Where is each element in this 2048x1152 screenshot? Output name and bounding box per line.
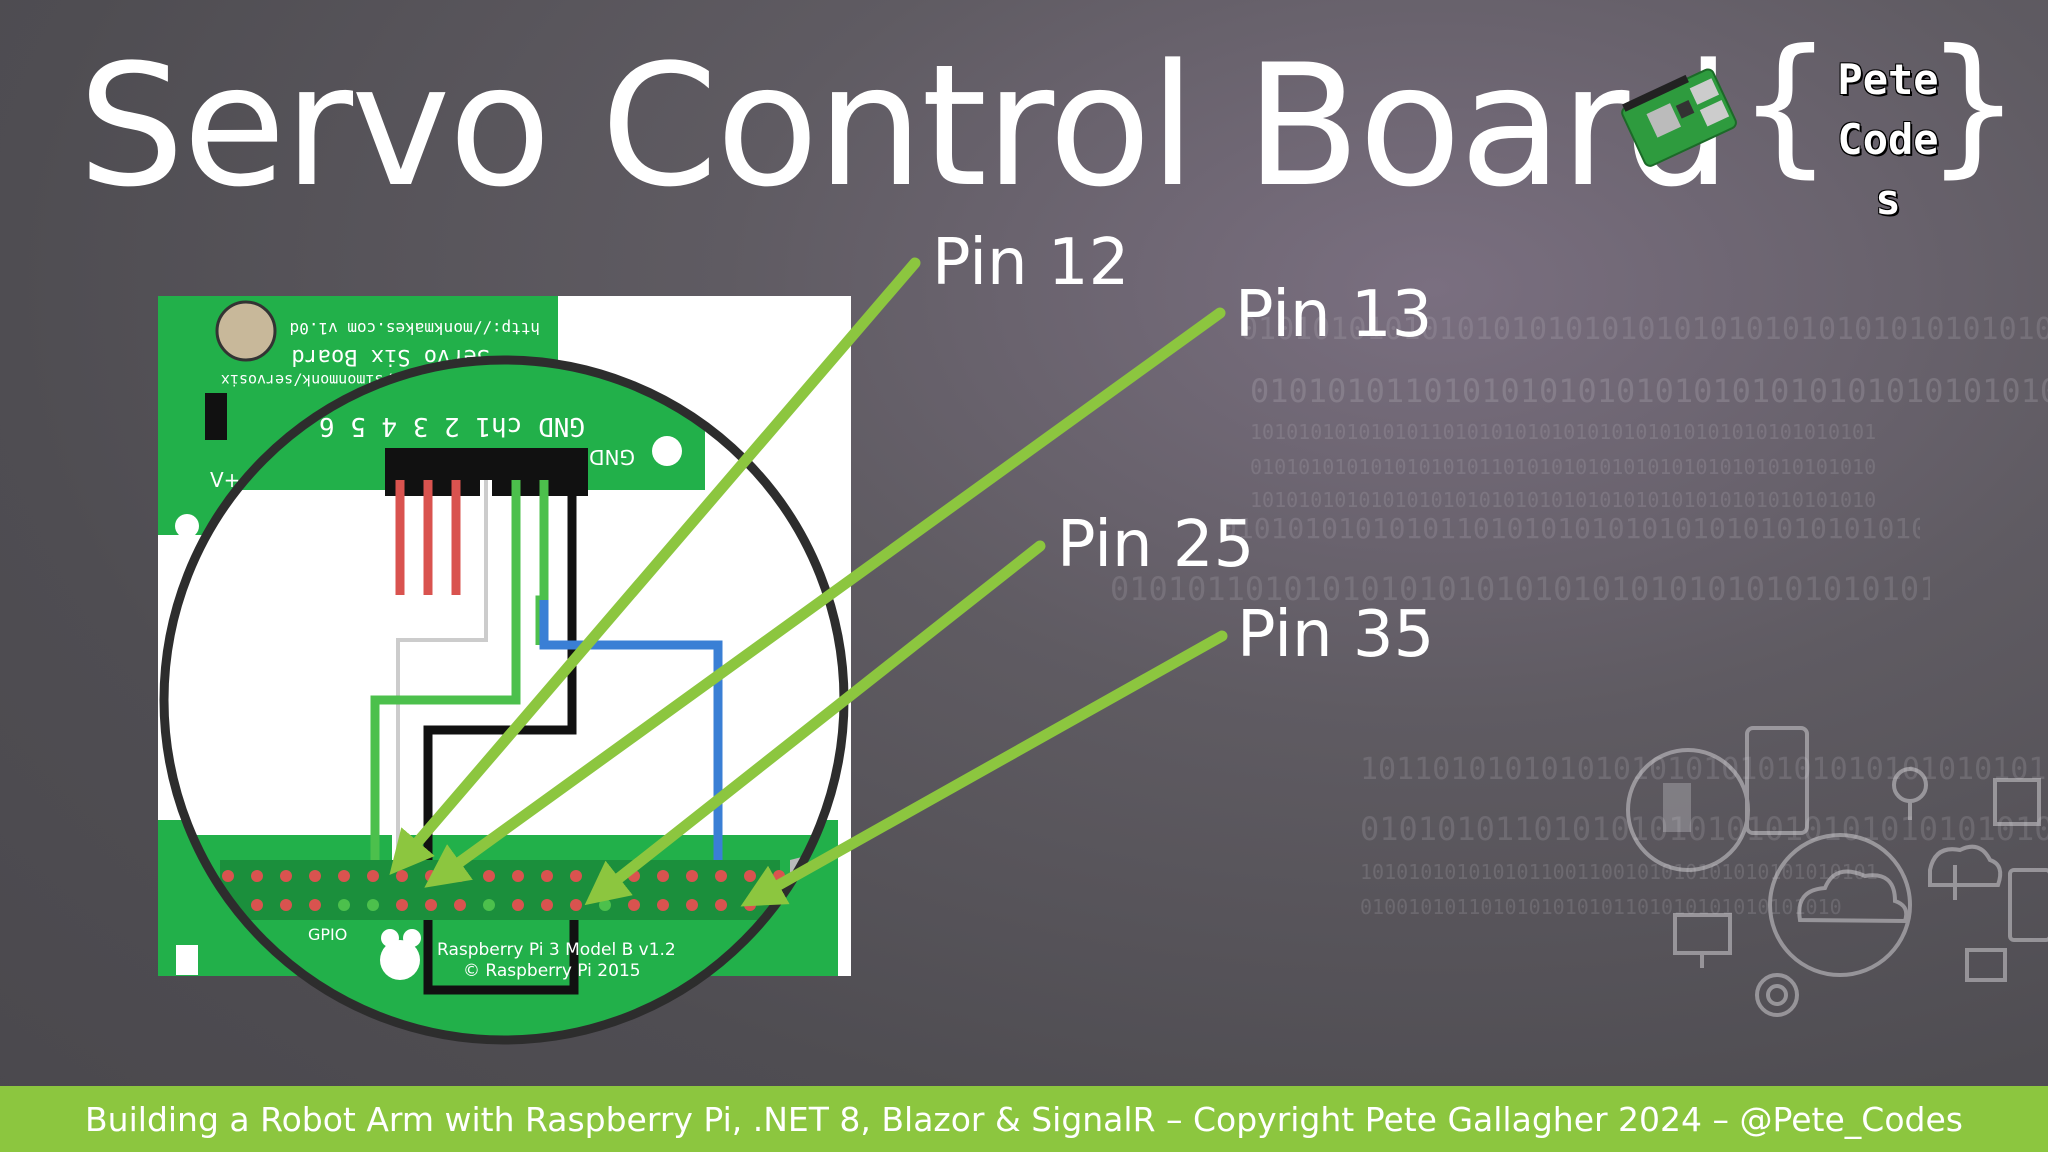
gpio-pin	[744, 870, 756, 882]
gnd-label: GND	[589, 445, 635, 469]
gpio-pin	[512, 899, 524, 911]
arrow-pin-35	[740, 630, 1228, 907]
gpio-pin	[686, 899, 698, 911]
gpio-pin	[628, 899, 640, 911]
pin-25-label: Pin 25	[1057, 508, 1255, 582]
binary-row: 0101010110101010101010101010101010101010…	[1360, 810, 2048, 848]
gpio-pin	[570, 870, 582, 882]
gpio-pin	[338, 870, 350, 882]
gpio-pin	[309, 899, 321, 911]
gpio-pin	[396, 899, 408, 911]
gpio-pin	[541, 870, 553, 882]
gpio-pin	[599, 899, 611, 911]
logo-line-2: Code	[1837, 115, 1939, 164]
logo-close-brace: }	[1928, 18, 2019, 192]
binary-row: 0101010110101010101010101010101010101010…	[1250, 372, 2048, 410]
pete-codes-logo: { } Pete Code s	[1620, 30, 2020, 230]
pin-13-label: Pin 13	[1235, 278, 1433, 352]
gpio-pin	[483, 870, 495, 882]
footer-text: Building a Robot Arm with Raspberry Pi, …	[85, 1099, 1963, 1139]
gpio-pin	[425, 899, 437, 911]
logo-open-brace: {	[1740, 18, 1831, 192]
gpio-pin	[251, 870, 263, 882]
cloud-circle-icon	[1768, 833, 1912, 977]
gpio-pin	[454, 870, 466, 882]
binary-row: 1011010101010101010101010101010101010101…	[1360, 752, 2048, 787]
gpio-pin	[686, 870, 698, 882]
pin-12-label: Pin 12	[932, 226, 1130, 300]
gpio-pin	[715, 870, 727, 882]
footer-bar: Building a Robot Arm with Raspberry Pi, …	[0, 1086, 2048, 1152]
gpio-pin	[280, 870, 292, 882]
raspberry-logo-icon	[380, 929, 421, 980]
binary-row: 0101010101010110101010101010101010101010…	[1220, 512, 1920, 545]
phone-icon	[1745, 726, 1809, 835]
gpio-pin	[280, 899, 292, 911]
binary-row: 0101010101010101010101010101010101010101…	[1240, 312, 2048, 347]
gpio-pin	[657, 870, 669, 882]
mounting-hole	[215, 300, 277, 362]
gpio-pin	[309, 870, 321, 882]
gpio-pin	[570, 899, 582, 911]
gpio-pin	[657, 899, 669, 911]
gpio-pin	[338, 899, 350, 911]
slide-title: Servo Control Board	[78, 28, 1731, 224]
upload-cloud-icon	[1928, 844, 2003, 887]
gpio-pin	[251, 899, 263, 911]
gpio-pin	[512, 870, 524, 882]
gpio-label: GPIO	[308, 925, 347, 944]
arrow-pin-12	[389, 257, 921, 876]
gpio-pin	[396, 870, 408, 882]
binary-row: 1010101010101011001100101010101010101010…	[1360, 860, 1878, 884]
raspberry-pi-board-icon	[1621, 68, 1737, 167]
grid-icon	[1993, 778, 2041, 826]
image-icon	[1965, 948, 2007, 982]
gpio-pin	[367, 899, 379, 911]
binary-row: 1010101010101010101010101010101010101010…	[1250, 488, 1877, 512]
binary-row: 0100101011010101010101101010101010101010	[1360, 895, 1842, 919]
gpio-pin	[483, 899, 495, 911]
gpio-pin	[454, 899, 466, 911]
pi-copyright-text: © Raspberry Pi 2015	[463, 961, 641, 981]
channel-labels: GND ch1 2 3 4 5 6	[319, 411, 585, 441]
binary-row: 0101011010101010101010101010101010101010…	[1110, 570, 1930, 608]
gpio-pin	[541, 899, 553, 911]
gear-icon	[1755, 973, 1799, 1017]
board-url-text: http://monkmakes.com v1.0d	[290, 319, 540, 338]
gpio-pin	[222, 870, 234, 882]
gpio-header	[220, 860, 780, 920]
gpio-pin	[367, 870, 379, 882]
arrow-pin-25	[584, 540, 1046, 906]
logo-line-1: Pete	[1837, 55, 1939, 104]
gpio-pin	[715, 899, 727, 911]
arrow-pin-13	[424, 307, 1226, 888]
binary-row: 1010101010101011010101010101010101010101…	[1250, 420, 1877, 444]
binary-row: 0101010101010101010110101010101010101010…	[1250, 455, 1877, 479]
logo-line-3: s	[1875, 175, 1901, 224]
pin-35-label: Pin 35	[1237, 598, 1435, 672]
pi-model-text: Raspberry Pi 3 Model B v1.2	[437, 940, 676, 960]
